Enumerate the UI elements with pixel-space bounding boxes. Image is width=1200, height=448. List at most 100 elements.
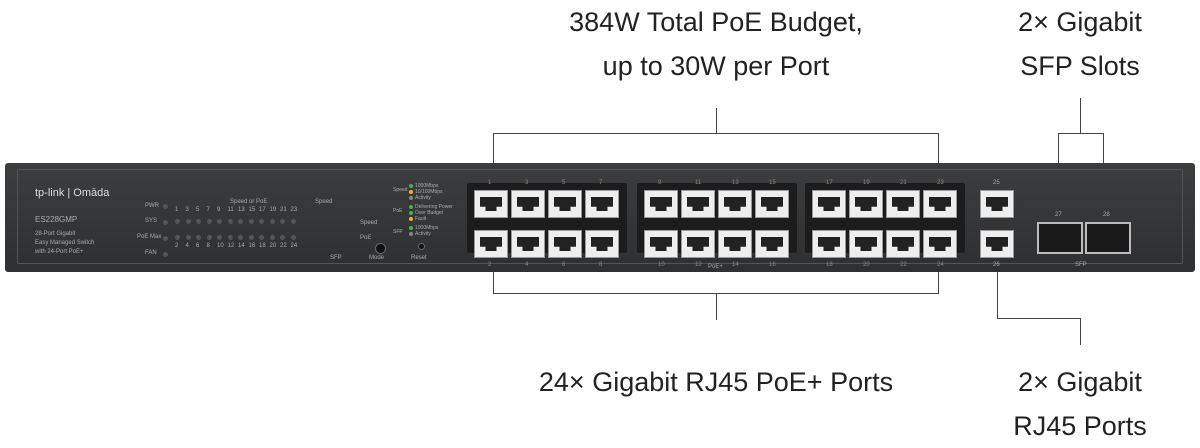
port-led: [175, 235, 180, 240]
mode-led-speed: Speed: [360, 220, 378, 226]
rj45-poe-port: [755, 190, 789, 218]
leader-line: [1080, 318, 1081, 345]
rj45-poe-port: [886, 190, 920, 218]
led-label-pwr: PWR: [145, 203, 159, 209]
rj45-poe-port: [511, 230, 545, 258]
status-led: [163, 220, 168, 225]
port-led: [185, 219, 191, 224]
leader-line: [938, 133, 939, 181]
legend-item: Delivering Power: [415, 204, 453, 210]
sfp-slot: [1037, 222, 1083, 254]
port-number: 21: [900, 180, 907, 186]
port-led: [206, 235, 212, 240]
port-led: [259, 219, 264, 224]
sfp-label: SFP: [1075, 262, 1087, 268]
leader-line: [716, 293, 717, 320]
rj45-poe-port: [718, 190, 752, 218]
leader-line: [1080, 98, 1081, 133]
port-number: 12: [695, 262, 702, 268]
port-number: 13: [732, 180, 739, 186]
led-number: 4: [185, 243, 189, 249]
port-number: 18: [826, 262, 833, 268]
rj45-poe-port: [585, 190, 619, 218]
callout-poe-ports: 24× Gigabit RJ45 PoE+ Ports: [538, 367, 894, 397]
port-led: [259, 235, 264, 240]
port-number: 15: [769, 180, 776, 186]
legend-dot: [409, 196, 413, 200]
speed-or-poe-label: Speed or PoE: [230, 199, 268, 205]
mode-button[interactable]: [375, 243, 386, 254]
rj45-poe-port: [849, 230, 883, 258]
status-led: [163, 252, 168, 257]
rj45-poe-port: [644, 190, 678, 218]
callout-line-2: RJ45 Ports: [1013, 411, 1147, 441]
rj45-poe-port: [681, 230, 715, 258]
rj45-poe-port: [548, 190, 582, 218]
port-number: 22: [900, 262, 907, 268]
leader-line: [493, 133, 494, 181]
port-number: 6: [562, 262, 566, 268]
led-number: 1: [175, 207, 179, 213]
rj45-uplink-port: [980, 190, 1014, 218]
port-number: 8: [599, 262, 603, 268]
leader-line: [997, 255, 998, 318]
led-number: 24: [290, 243, 298, 249]
legend-dot: [409, 184, 413, 188]
description-line: with 24-Port PoE+: [35, 249, 84, 255]
port-number: 10: [658, 262, 665, 268]
port-number: 25: [993, 180, 1000, 186]
leader-line: [997, 318, 1081, 319]
led-number: 18: [259, 243, 266, 249]
led-number: 22: [280, 243, 287, 249]
mode-label: Mode: [369, 255, 385, 261]
port-number: 28: [1103, 212, 1110, 218]
rj45-poe-port: [849, 190, 883, 218]
legend-item: 1000Mbps: [415, 225, 439, 231]
rj45-poe-port: [923, 190, 957, 218]
port-number: 20: [863, 262, 870, 268]
led-number: 12: [227, 243, 235, 249]
poe-plus-label: PoE+: [708, 264, 723, 270]
port-number: 2: [488, 262, 492, 268]
leader-line: [493, 255, 494, 294]
sfp-slot: [1085, 222, 1131, 254]
legend-group: PoE: [393, 208, 403, 214]
legend-item: Over Budget: [415, 210, 444, 216]
rj45-poe-port: [548, 230, 582, 258]
description-line: Easy Managed Switch: [35, 240, 95, 246]
reset-button[interactable]: [418, 243, 425, 250]
led-number: 11: [227, 207, 234, 213]
port-number: 14: [732, 262, 739, 268]
port-led: [217, 235, 222, 240]
status-led: [163, 236, 168, 241]
rj45-uplink-port: [980, 230, 1014, 258]
port-led: [227, 219, 233, 224]
port-led: [238, 235, 243, 240]
led-number: 8: [206, 243, 210, 249]
legend-item: Activity: [415, 231, 431, 237]
legend-item: 10/100Mbps: [415, 189, 443, 195]
rj45-poe-port: [812, 230, 846, 258]
port-led: [185, 235, 191, 240]
rj45-poe-port: [474, 230, 508, 258]
legend-group: SFP: [393, 229, 403, 235]
led-number: 14: [238, 243, 245, 249]
port-led: [290, 235, 296, 240]
rj45-poe-port: [644, 230, 678, 258]
port-number: 27: [1055, 212, 1062, 218]
legend-dot: [409, 211, 413, 215]
port-number: 19: [863, 180, 870, 186]
legend-item: 1000Mbps: [415, 183, 439, 189]
callout-line-2: SFP Slots: [1020, 51, 1140, 81]
port-number: 4: [525, 262, 529, 268]
led-number: 7: [206, 207, 210, 213]
callout-sfp: 2× Gigabit SFP Slots: [1018, 0, 1142, 88]
led-number: 13: [238, 207, 245, 213]
leader-line: [716, 108, 717, 134]
led-label-poe-max: PoE Max: [137, 234, 162, 240]
port-number: 3: [525, 180, 529, 186]
port-led: [175, 219, 180, 224]
port-led: [269, 219, 275, 224]
leader-line: [938, 255, 939, 294]
callout-rj45: 2× Gigabit RJ45 Ports: [1013, 360, 1147, 448]
